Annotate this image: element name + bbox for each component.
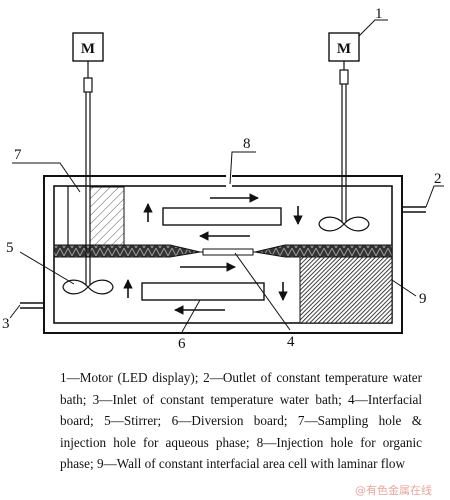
motor-label: M [337, 41, 351, 57]
organic-injection-hole [226, 174, 232, 188]
callout-1: 1 [375, 6, 383, 22]
stirrer-left [62, 279, 114, 295]
stirrer-right [318, 216, 370, 232]
water-inlet-pipe [20, 302, 44, 309]
callout-6: 6 [178, 336, 186, 352]
aqueous-sampling-hole [89, 186, 125, 246]
callout-3: 3 [2, 316, 10, 332]
callout-5: 5 [6, 240, 14, 256]
motor-right: M [328, 32, 360, 222]
diversion-board-upper [162, 207, 282, 226]
figure-caption: 1—Motor (LED display); 2—Outlet of const… [60, 367, 422, 475]
caption-text: 1—Motor (LED display); 2—Outlet of const… [60, 370, 422, 472]
watermark: @有色金属在线 [355, 484, 432, 497]
cell-diagram: M M 1 2 [2, 6, 444, 352]
callout-8: 8 [243, 136, 251, 152]
interfacial-board [53, 244, 393, 258]
wall-insert-right [299, 254, 393, 324]
callout-2: 2 [434, 171, 442, 187]
diversion-board-lower [141, 282, 265, 301]
motor-label: M [81, 41, 95, 57]
callout-9: 9 [419, 291, 427, 307]
flow-arrows [123, 193, 303, 315]
motor-left: M [72, 32, 104, 285]
callout-7: 7 [14, 147, 22, 163]
water-outlet-pipe [402, 206, 426, 213]
callout-4: 4 [287, 334, 295, 350]
leader-lines [9, 19, 444, 333]
